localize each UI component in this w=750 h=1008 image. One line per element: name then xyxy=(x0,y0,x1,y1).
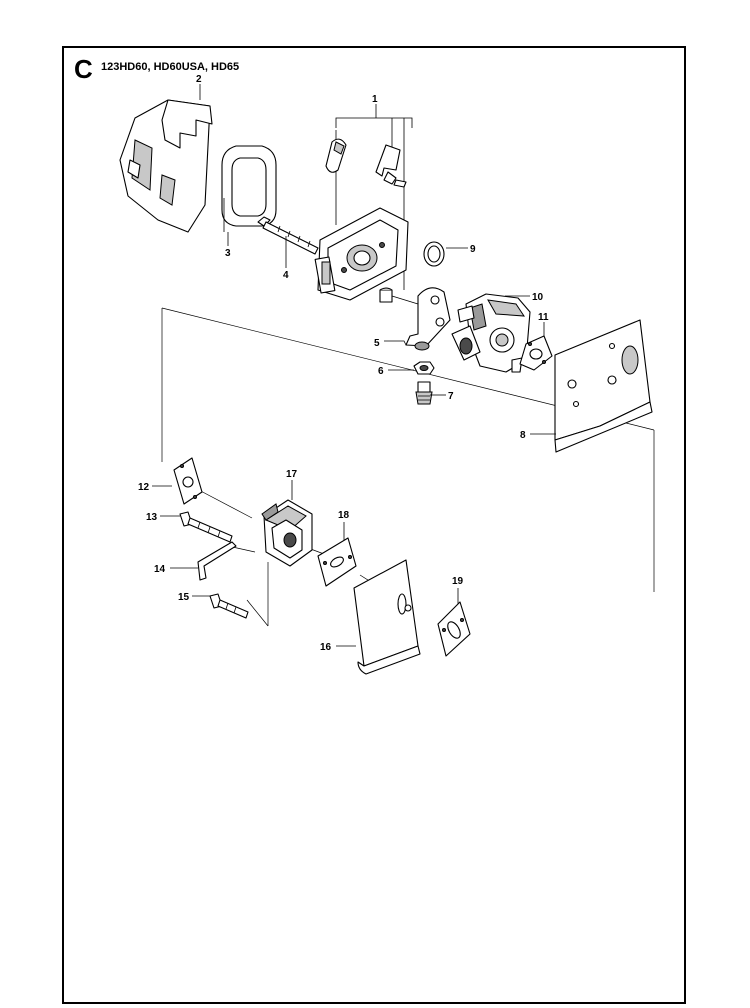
callout-17: 17 xyxy=(286,469,298,480)
part-8-plate xyxy=(554,319,653,453)
callout-16: 16 xyxy=(320,642,332,653)
callout-19: 19 xyxy=(452,576,464,587)
section-letter: C xyxy=(74,54,93,84)
callout-2: 2 xyxy=(196,74,202,85)
part-11-gasket xyxy=(519,335,553,371)
callout-9: 9 xyxy=(470,244,476,255)
part-1-filter-holder xyxy=(314,104,419,305)
part-12-gasket xyxy=(173,457,203,505)
callout-14: 14 xyxy=(154,564,166,575)
callout-1: 1 xyxy=(372,94,378,105)
part-3-filter-element xyxy=(221,145,277,232)
callout-15: 15 xyxy=(178,592,190,603)
callout-11: 11 xyxy=(538,312,549,323)
callout-13: 13 xyxy=(146,512,158,523)
part-13-screw xyxy=(179,511,233,543)
part-10-carburetor xyxy=(451,293,531,373)
part-15-screw xyxy=(209,593,249,619)
diagram-frame xyxy=(62,46,686,1004)
callout-4: 4 xyxy=(283,270,289,281)
part-16-heat-shield xyxy=(353,559,421,675)
part-4-bolt xyxy=(257,216,319,260)
callout-labels: 1 2 3 4 5 6 7 8 9 10 11 12 13 14 15 16 1… xyxy=(138,74,549,653)
part-6-nut xyxy=(413,361,435,375)
callout-5: 5 xyxy=(374,338,380,349)
callout-8: 8 xyxy=(520,430,526,441)
part-17-intake-adapter xyxy=(261,499,313,567)
part-14-pin xyxy=(197,541,237,581)
part-19-gasket xyxy=(437,601,471,657)
callout-12: 12 xyxy=(138,482,150,493)
part-2-filter-cover xyxy=(119,99,213,233)
callout-7: 7 xyxy=(448,391,454,402)
callout-10: 10 xyxy=(532,292,544,303)
part-7-fitting xyxy=(415,381,433,405)
callout-3: 3 xyxy=(225,248,231,259)
leader-lines xyxy=(152,84,556,647)
callout-6: 6 xyxy=(378,366,384,377)
part-5-bracket-plate xyxy=(405,287,451,351)
part-18-gasket xyxy=(317,537,357,587)
model-title: 123HD60, HD60USA, HD65 xyxy=(101,61,240,73)
part-9-o-ring xyxy=(423,241,445,267)
callout-18: 18 xyxy=(338,510,350,521)
